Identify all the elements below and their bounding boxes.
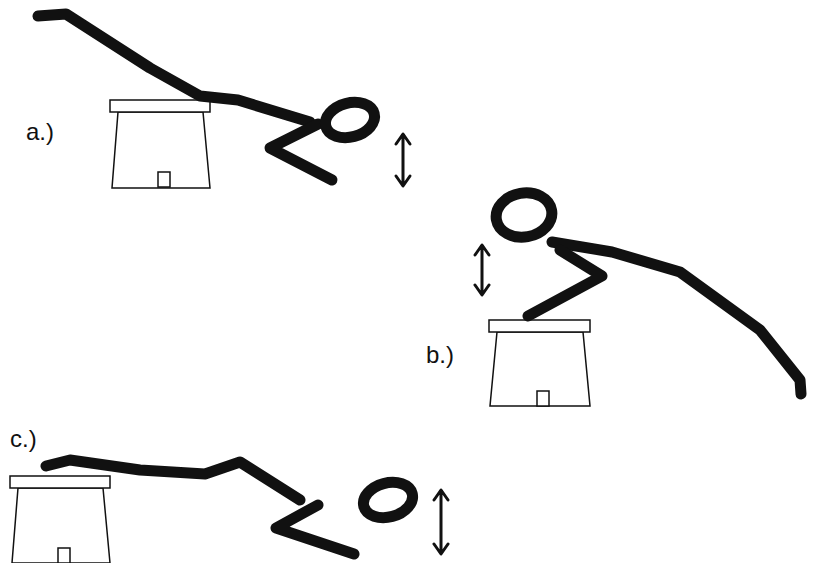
stool-slot: [158, 172, 170, 187]
figure-label: a.): [26, 120, 54, 144]
arm-line: [276, 505, 354, 554]
body-line: [46, 460, 300, 500]
figure-c: [10, 460, 448, 563]
figure-label: c.): [10, 427, 37, 451]
stool-slot: [58, 548, 70, 563]
figure-a: [38, 14, 410, 188]
stool-body: [490, 332, 590, 406]
figure-b: [475, 188, 801, 406]
up-down-arrow: [396, 134, 410, 186]
stool-body: [12, 488, 110, 563]
body-line: [38, 14, 310, 122]
stool-top: [110, 100, 210, 112]
head-ring: [493, 188, 556, 241]
head-ring: [321, 97, 378, 143]
arm-line: [528, 250, 602, 316]
up-down-arrow: [434, 490, 448, 554]
stool-top: [489, 320, 590, 332]
stool-slot: [537, 391, 549, 406]
stool-body: [112, 112, 210, 188]
head-ring: [359, 477, 416, 523]
up-down-arrow: [475, 245, 489, 295]
stool-top: [10, 476, 110, 488]
figure-label: b.): [426, 343, 454, 367]
